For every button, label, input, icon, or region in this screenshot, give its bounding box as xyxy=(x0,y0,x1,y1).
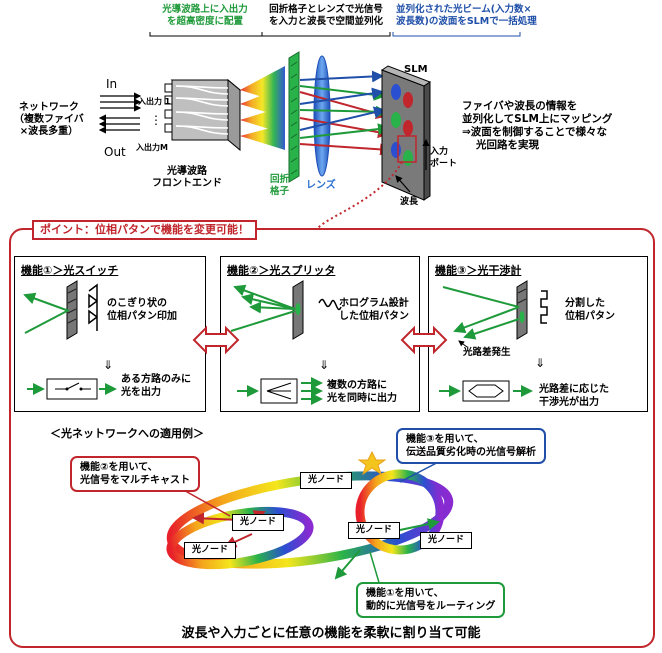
interferometer-result: 光路差に応じた 干渉光が出力 xyxy=(539,383,609,409)
slm-axes xyxy=(395,138,430,193)
callout-routing: 機能①を用いて、 動的に光信号をルーティング xyxy=(356,582,506,618)
panel-title-switch: 機能①＞光スイッチ xyxy=(21,264,119,277)
path-diff-label: 光路差発生 xyxy=(463,347,511,358)
svg-text:⇓: ⇓ xyxy=(535,356,545,370)
callout-multicast-line2: 光信号をマルチキャスト xyxy=(80,475,190,486)
port-label-line2: ポート xyxy=(430,159,458,169)
splitter-result-line1: 複数の方路に xyxy=(327,380,387,391)
grating-caption-line1: 回折格子とレンズで光信号 xyxy=(269,4,383,15)
beams-to-slm xyxy=(299,70,392,156)
splitter-result: 複数の方路に 光を同時に出力 xyxy=(327,379,397,405)
wavelength-label: 波長 xyxy=(400,197,419,207)
switch-desc-line1: のこぎり状の xyxy=(107,298,167,309)
frontend-label-line2: フロントエンド xyxy=(152,178,222,189)
callout-analysis-line2: 伝送品質劣化時の光信号解析 xyxy=(406,447,536,458)
out-arrows xyxy=(98,114,140,134)
optical-node: 光ノード xyxy=(348,522,400,539)
panel-connectors xyxy=(192,325,448,355)
input1-label: 入出力 1 xyxy=(138,97,171,106)
waveguide-caption: 光導波路上に入出力 を超高密度に配置 xyxy=(150,4,260,28)
panel-title-interferometer: 機能③＞光干渉計 xyxy=(435,264,522,277)
interferometer-result-line2: 干渉光が出力 xyxy=(539,397,599,408)
waveguide-block xyxy=(164,78,242,152)
dispersed-beams xyxy=(240,66,285,150)
network-label-line3: ×波長多重） xyxy=(19,126,79,137)
right-text-line2: 並列化してSLM上にマッピング xyxy=(462,113,613,125)
dots: ⋮ xyxy=(150,113,162,127)
grating xyxy=(288,51,300,183)
grating-label-line2: 格子 xyxy=(270,186,290,197)
callout-analysis: 機能③を用いて、 伝送品質劣化時の光信号解析 xyxy=(396,428,546,464)
callout-analysis-line1: 機能③を用いて、 xyxy=(406,434,484,445)
splitter-desc-line1: ホログラム設計 xyxy=(339,298,409,309)
interferometer-desc-line2: 位相パタン xyxy=(565,311,615,322)
interferometer-result-line1: 光路差に応じた xyxy=(539,384,609,395)
dotted-connector xyxy=(317,161,403,229)
right-text-line1: ファイバや波長の情報を xyxy=(462,100,578,112)
function-panel-splitter: 機能②＞光スプリッタ ⇓ ホログラム設計 した位相パタン 複数の方路に 光を同時… xyxy=(220,256,420,412)
network-label: ネットワーク （複数ファイバ ×波長多重） xyxy=(14,102,84,138)
in-arrows xyxy=(100,92,142,112)
callout-multicast-line1: 機能②を用いて、 xyxy=(80,462,158,473)
frontend-label-line1: 光導波路 xyxy=(167,166,207,177)
application-title: ＜光ネットワークへの適用例＞ xyxy=(50,427,204,440)
point-title: ポイント：位相パタンで機能を変更可能！ xyxy=(32,220,257,240)
inputM-label: 入出力M xyxy=(136,143,168,152)
slm-caption-line2: 波長数)の波面をSLMで一括処理 xyxy=(396,16,537,27)
waveguide-caption-line1: 光導波路上に入出力 xyxy=(162,4,248,15)
splitter-desc: ホログラム設計 した位相パタン xyxy=(339,297,409,323)
switch-desc-line2: 位相パタン印加 xyxy=(107,311,177,322)
switch-result-line1: ある方路のみに xyxy=(121,374,191,385)
switch-desc: のこぎり状の 位相パタン印加 xyxy=(107,297,177,323)
function-panel-switch: 機能①＞光スイッチ ⇓ のこぎり状の 位相パタン印加 ある方路のみに 光を出力 xyxy=(14,256,206,412)
optical-node: 光ノード xyxy=(300,472,352,489)
switch-result: ある方路のみに 光を出力 xyxy=(121,373,191,399)
grating-label: 回折 格子 xyxy=(270,174,289,198)
grating-label-line1: 回折 xyxy=(270,174,290,185)
grating-caption: 回折格子とレンズで光信号 を入力と波長で空間並列化 xyxy=(262,4,390,28)
interferometer-desc-line1: 分割した xyxy=(565,298,605,309)
slm-label: SLM xyxy=(404,64,428,75)
svg-text:⇓: ⇓ xyxy=(319,358,329,372)
right-description: ファイバや波長の情報を 並列化してSLM上にマッピング ⇒波面を制御することで様… xyxy=(462,100,612,152)
lens-label: レンズ xyxy=(306,180,336,191)
port-label: 入力 ポート xyxy=(430,146,457,170)
right-text-line4: 光回路を実現 xyxy=(476,139,539,151)
waveguide-caption-line2: を超高密度に配置 xyxy=(166,16,243,27)
splitter-desc-line2: した位相パタン xyxy=(339,311,409,322)
function-panel-interferometer: 機能③＞光干渉計 ⇓ 分割した 位相パタン 光路差発生 光路差に応じた 干渉光が… xyxy=(428,256,648,412)
in-label: In xyxy=(106,77,118,91)
network-label-line1: ネットワーク xyxy=(18,102,79,113)
interferometer-desc: 分割した 位相パタン xyxy=(565,297,615,323)
top-optics-diagram: ⋮ xyxy=(98,32,521,229)
svg-text:⇓: ⇓ xyxy=(103,358,113,372)
slm-caption: 並列化された光ビーム(入力数× 波長数)の波面をSLMで一括処理 xyxy=(396,4,537,28)
switch-result-line2: 光を出力 xyxy=(121,387,161,398)
optical-node: 光ノード xyxy=(184,542,236,559)
interferometer-illustration: ⇓ xyxy=(439,280,548,402)
bottom-summary: 波長や入力ごとに任意の機能を柔軟に割り当て可能 xyxy=(181,626,481,641)
slm-caption-line1: 並列化された光ビーム(入力数× xyxy=(396,4,532,15)
optical-node: 光ノード xyxy=(420,532,472,549)
network-label-line2: （複数ファイバ xyxy=(14,114,84,125)
callout-routing-line2: 動的に光信号をルーティング xyxy=(366,601,496,612)
grating-caption-line2: を入力と波長で空間並列化 xyxy=(268,16,383,27)
optical-node: 光ノード xyxy=(232,514,284,531)
callout-multicast: 機能②を用いて、 光信号をマルチキャスト xyxy=(70,456,200,492)
panel-title-splitter: 機能②＞光スプリッタ xyxy=(227,264,336,277)
switch-illustration: ⇓ xyxy=(23,280,117,400)
out-label: Out xyxy=(104,145,126,159)
right-text-line3: ⇒波面を制御することで様々な xyxy=(462,126,607,138)
point-frame xyxy=(9,228,655,648)
splitter-illustration: ⇓ xyxy=(230,280,342,405)
frontend-label: 光導波路 フロントエンド xyxy=(152,166,222,190)
splitter-result-line2: 光を同時に出力 xyxy=(327,393,397,404)
callout-routing-line1: 機能①を用いて、 xyxy=(366,588,444,599)
spark-star xyxy=(357,450,387,476)
port-label-line1: 入力 xyxy=(430,147,449,157)
